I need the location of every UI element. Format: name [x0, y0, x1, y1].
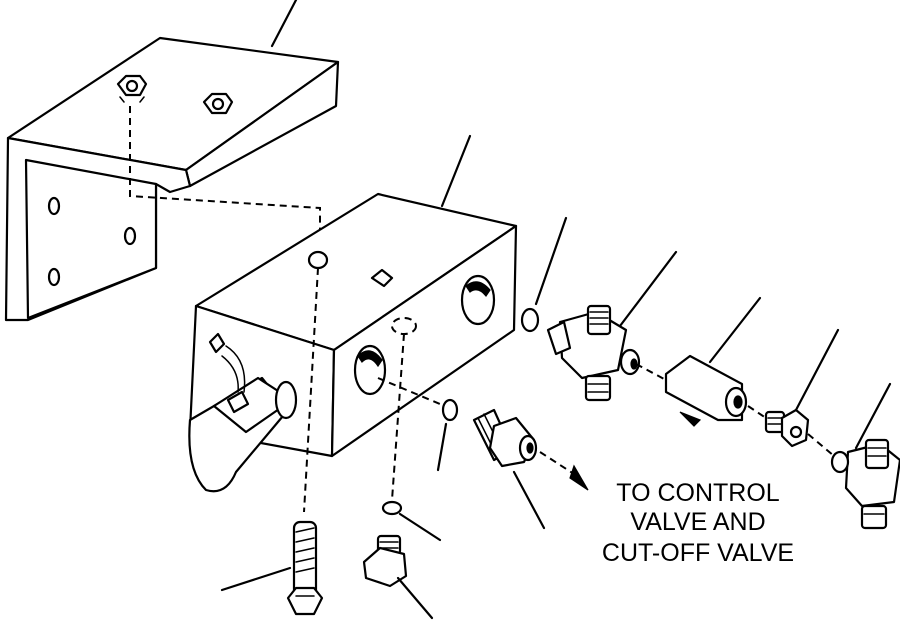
- callout-line-2: VALVE AND: [630, 508, 765, 536]
- mounting-bracket: [4, 36, 340, 322]
- callout-label: TO CONTROL VALVE AND CUT-OFF VALVE: [602, 479, 794, 567]
- o-ring-upper: [520, 307, 540, 333]
- leader-line-valve-block: [440, 134, 472, 208]
- mounting-bolt: [286, 520, 324, 616]
- port-plug: [362, 534, 408, 588]
- weld-nut-right: [202, 92, 234, 115]
- leader-line-o-ring-lower: [436, 422, 448, 472]
- leader-line-tee-right: [854, 382, 892, 450]
- weld-nut-left: [116, 74, 148, 103]
- assembly-path-plug: [391, 333, 405, 501]
- valve-block: [188, 192, 518, 458]
- assembly-path-bolt: [303, 267, 319, 513]
- solenoid-coil: [188, 345, 298, 493]
- leader-line-bolt: [220, 566, 292, 592]
- tee-fitting-upper: [546, 304, 641, 402]
- hex-fitting: [764, 408, 810, 448]
- leader-line-plug: [396, 576, 434, 620]
- tee-fitting-right: [830, 438, 900, 530]
- leader-line-hex-fitting: [794, 328, 840, 412]
- flow-arrow: [539, 451, 589, 491]
- leader-line-o-ring-upper: [534, 216, 568, 306]
- leader-line-bracket: [270, 0, 298, 48]
- leader-line-o-ring-plug: [398, 512, 442, 542]
- callout-line-1: TO CONTROL: [616, 479, 780, 507]
- o-ring-plug: [381, 500, 403, 516]
- assembly-path-coupler: [635, 363, 667, 381]
- assembly-path-hex: [747, 405, 767, 419]
- callout-line-3: CUT-OFF VALVE: [602, 539, 794, 567]
- hex-coupler: [664, 354, 748, 427]
- straight-connector: [472, 408, 538, 468]
- leader-line-tee-upper: [618, 250, 678, 328]
- leader-line-connector: [512, 470, 546, 530]
- leader-line-coupler: [708, 296, 762, 364]
- assembly-path-tee: [807, 433, 835, 457]
- o-ring-lower: [441, 398, 459, 422]
